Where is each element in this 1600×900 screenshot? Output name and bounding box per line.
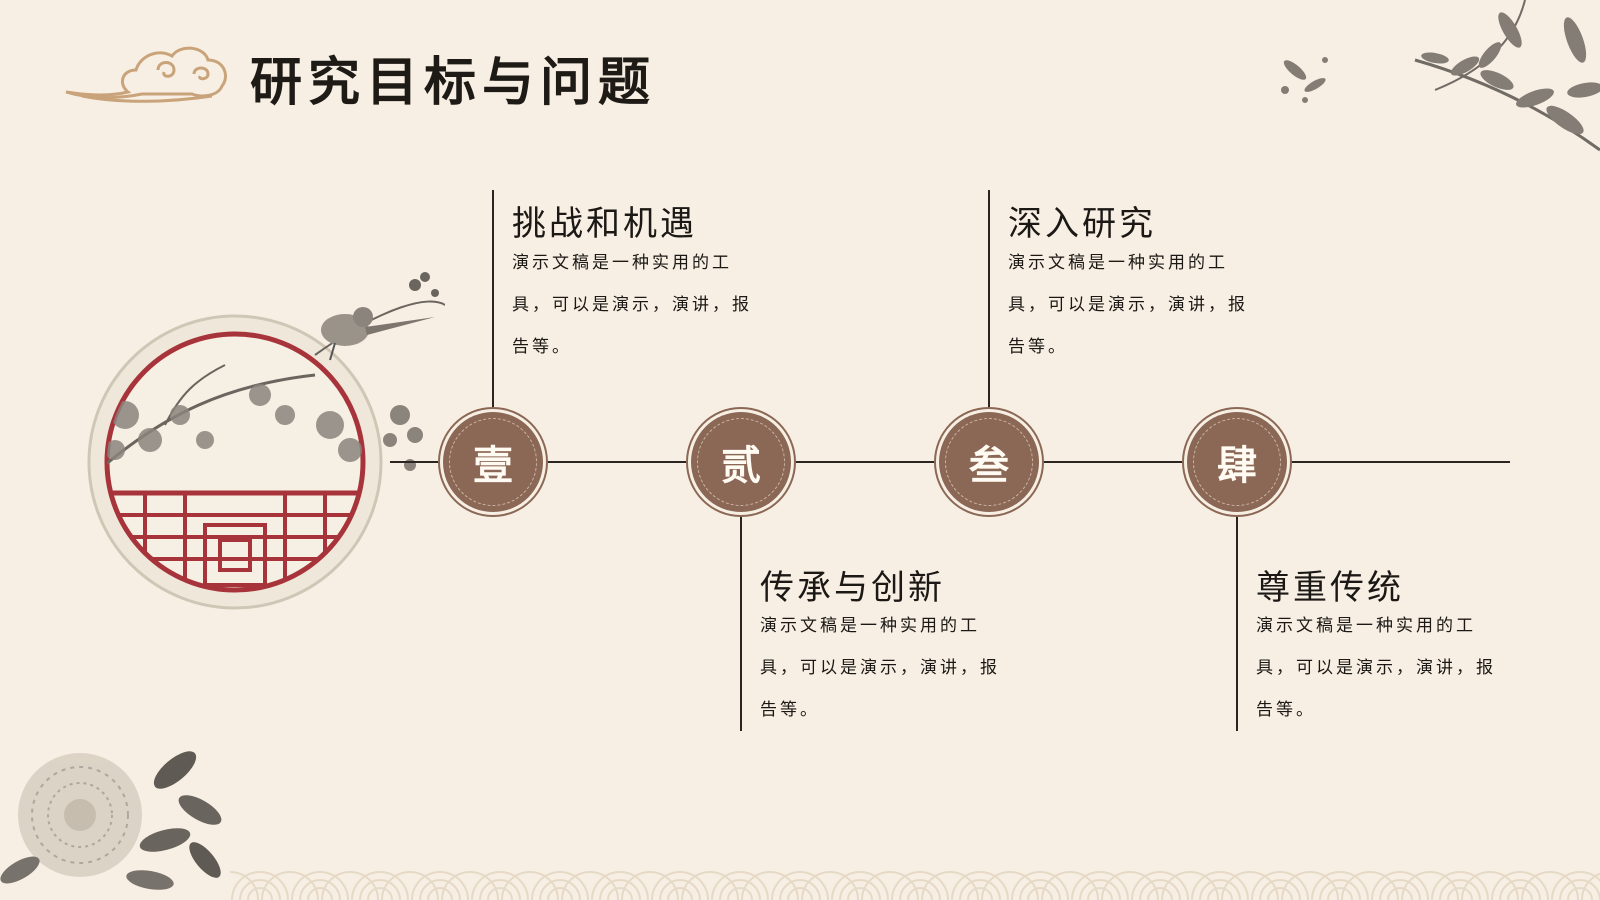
connector-line-1 [492,190,494,413]
badge-4: 肆 [1187,412,1287,512]
page-title: 研究目标与问题 [250,52,657,113]
wave-pattern [230,848,1600,900]
connector-line-2 [740,508,742,731]
item-title-1: 挑战和机遇 [512,204,697,244]
connector-line-4 [1236,508,1238,731]
cloud-icon [65,46,227,103]
badge-3: 叁 [939,412,1039,512]
badge-2: 贰 [691,412,791,512]
badge-number: 肆 [1217,442,1257,489]
item-title-2: 传承与创新 [760,568,945,608]
badge-number: 壹 [473,442,513,489]
badge-number: 贰 [721,442,761,489]
item-title-4: 尊重传统 [1256,568,1404,608]
item-body-2: 演示文稿是一种实用的工具，可以是演示，演讲，报告等。 [760,616,1000,720]
badge-number: 叁 [969,442,1009,489]
item-body-3: 演示文稿是一种实用的工具，可以是演示，演讲，报告等。 [1008,253,1248,357]
item-body-1: 演示文稿是一种实用的工具，可以是演示，演讲，报告等。 [512,253,752,357]
round-window-illustration [87,272,445,610]
peony-illustration [0,751,222,890]
item-body-4: 演示文稿是一种实用的工具，可以是演示，演讲，报告等。 [1256,616,1496,720]
badge-1: 壹 [443,412,543,512]
item-title-3: 深入研究 [1008,204,1156,244]
connector-line-3 [988,190,990,413]
flower-branch-illustration [1281,0,1600,152]
